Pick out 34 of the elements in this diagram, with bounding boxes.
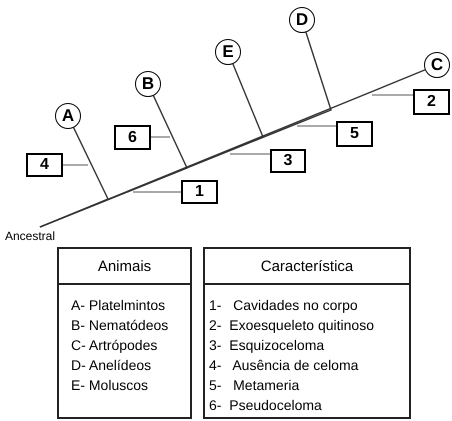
leader-line <box>297 125 336 127</box>
table-row-text: 2- Exoesqueleto quitinoso <box>209 316 375 335</box>
table-row-text: A- Platelmintos <box>71 296 166 315</box>
leader-line <box>230 153 270 155</box>
table-row-text: B- Nematódeos <box>71 316 170 335</box>
table-row-text: 3- Esquizoceloma <box>209 336 326 355</box>
table-row-text: 1- Cavidades no corpo <box>209 296 359 315</box>
branch-line <box>40 69 426 228</box>
trait-number-box: 2 <box>413 89 450 115</box>
table-row-text: E- Moluscos <box>71 376 150 395</box>
trait-number-box: 5 <box>336 121 373 147</box>
leader-line <box>372 94 413 96</box>
trait-number-box: 6 <box>114 125 151 150</box>
table-heading: Característica <box>260 258 354 274</box>
clade-label-circle: E <box>215 39 241 65</box>
table-row-text: D- Anelídeos <box>71 356 152 375</box>
clade-label-circle: D <box>289 7 315 33</box>
table-row-text: C- Artrópodes <box>71 336 158 355</box>
table-row-text: 6- Pseudoceloma <box>209 396 323 415</box>
table-row-text: 5- Metameria <box>209 376 300 395</box>
leader-line <box>133 191 181 193</box>
trait-number-box: 3 <box>270 149 306 173</box>
root-label: Ancestral <box>5 229 65 243</box>
trait-number-box: 1 <box>181 180 218 204</box>
table-row-text: 4- Ausência de celoma <box>209 356 360 375</box>
table-heading: Animais <box>98 258 152 274</box>
legend-table <box>57 247 192 419</box>
clade-label-circle: B <box>135 71 161 97</box>
clade-label-circle: A <box>55 103 81 129</box>
legend-table <box>203 247 411 419</box>
trait-number-box: 4 <box>26 153 63 177</box>
leader-line <box>151 136 170 138</box>
clade-label-circle: C <box>424 52 450 78</box>
leader-line <box>63 164 88 166</box>
